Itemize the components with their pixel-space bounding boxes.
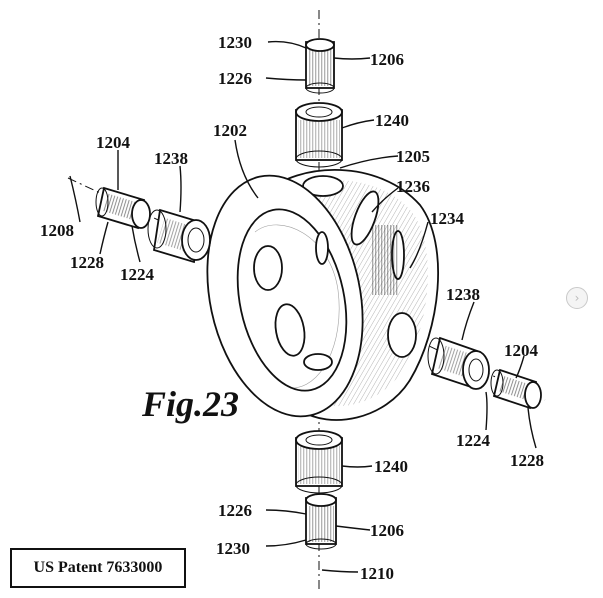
label-1208: 1208 [40,221,74,240]
left-sleeve [148,210,210,262]
left-pin [96,188,150,228]
chevron-right-icon: › [575,292,580,304]
patent-number-box: US Patent 7633000 [10,548,186,588]
label-1210: 1210 [360,564,394,583]
right-pin [491,370,541,408]
label-1238-left: 1238 [154,149,188,168]
patent-number: US Patent 7633000 [34,559,163,577]
figure-title: Fig.23 [141,384,239,424]
right-sleeve [428,338,489,389]
label-1226-top: 1226 [218,69,252,88]
label-1240-bottom: 1240 [374,457,408,476]
label-1238-right: 1238 [446,285,480,304]
label-1240-top: 1240 [375,111,409,130]
top-pin [306,39,334,93]
label-1236: 1236 [396,177,430,196]
bottom-sleeve [296,431,342,493]
top-sleeve [296,103,342,167]
label-1234: 1234 [430,209,465,228]
label-1224-left: 1224 [120,265,155,284]
bottom-pin [306,494,336,549]
label-1206-top: 1206 [370,50,404,69]
next-slide-button[interactable]: › [566,287,588,309]
label-1226-bottom: 1226 [218,501,252,520]
label-1206-bottom: 1206 [370,521,404,540]
label-1228-right: 1228 [510,451,544,470]
label-1204-left: 1204 [96,133,131,152]
label-1228-left: 1228 [70,253,104,272]
label-1205: 1205 [396,147,430,166]
label-1204-right: 1204 [504,341,539,360]
label-1202: 1202 [213,121,247,140]
label-1230-top: 1230 [218,33,252,52]
label-1230-bottom: 1230 [216,539,250,558]
label-1224-right: 1224 [456,431,491,450]
